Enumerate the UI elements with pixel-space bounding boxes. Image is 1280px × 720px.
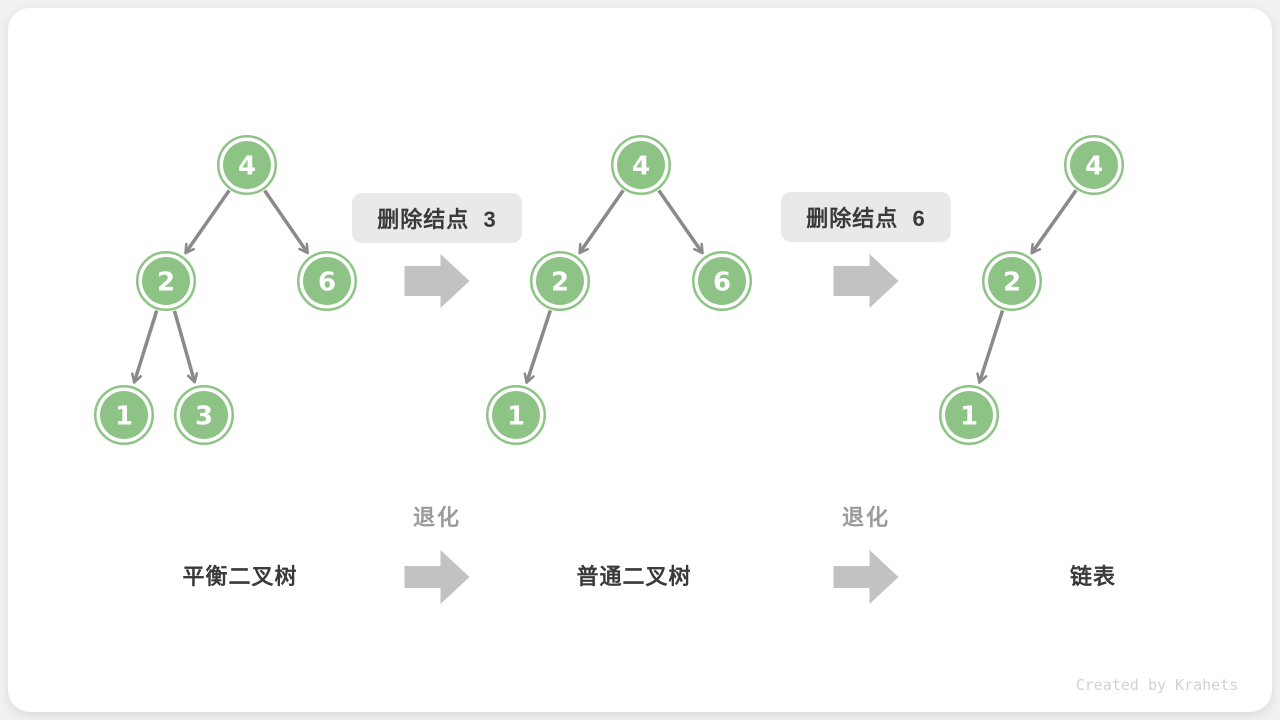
node-disc: [180, 391, 228, 439]
node-disc: [617, 141, 665, 189]
node-disc: [698, 257, 746, 305]
tree-edge: [657, 189, 704, 255]
node-disc: [492, 391, 540, 439]
tree-node: 6: [297, 251, 357, 311]
tree-node: 4: [611, 135, 671, 195]
tree-edge: [131, 310, 159, 384]
tree-node: 3: [174, 385, 234, 445]
tree-node: 6: [692, 251, 752, 311]
node-disc: [303, 257, 351, 305]
node-disc: [142, 257, 190, 305]
node-disc: [100, 391, 148, 439]
tree-edge: [976, 309, 1005, 384]
transition-arrow: [404, 254, 470, 308]
tree-node: 4: [217, 135, 277, 195]
tree-node: 2: [530, 251, 590, 311]
node-disc: [1070, 141, 1118, 189]
node-disc: [223, 141, 271, 189]
node-value: 1: [507, 401, 525, 431]
node-value: 6: [713, 267, 731, 297]
transition-arrow: [833, 254, 899, 308]
degenerate-label: 退化: [412, 505, 462, 530]
node-disc: [945, 391, 993, 439]
node-value: 3: [195, 401, 213, 431]
tree-node: 4: [1064, 135, 1124, 195]
node-value: 1: [960, 401, 978, 431]
node-value: 2: [1003, 267, 1021, 297]
tree-node: 1: [939, 385, 999, 445]
stage-label-linked-list: 链表: [1069, 564, 1117, 589]
node-value: 4: [238, 151, 256, 181]
node-disc: [988, 257, 1036, 305]
degenerate-arrow: [404, 550, 470, 604]
stage-label-ordinary-binary-tree: 普通二叉树: [576, 564, 692, 589]
tree-node: 2: [982, 251, 1042, 311]
transition-label-delete-node-6: 删除结点 6: [781, 192, 951, 242]
degenerate-label: 退化: [841, 505, 891, 530]
tree-node: 1: [94, 385, 154, 445]
node-value: 1: [115, 401, 133, 431]
tree-edge: [172, 310, 199, 384]
transition-label-delete-node-3: 删除结点 3: [352, 193, 522, 243]
tree-edge: [578, 189, 625, 255]
tree-node: 1: [486, 385, 546, 445]
node-value: 4: [632, 151, 650, 181]
tree-edge: [263, 189, 309, 255]
tree-node: 2: [136, 251, 196, 311]
tree-edge: [184, 189, 231, 255]
node-value: 6: [318, 267, 336, 297]
tree-edge: [1030, 189, 1078, 255]
tree-edge: [523, 309, 552, 384]
node-value: 2: [551, 267, 569, 297]
degenerate-arrow: [833, 550, 899, 604]
node-disc: [536, 257, 584, 305]
stage-label-balanced-binary-tree: 平衡二叉树: [182, 564, 298, 589]
diagram-card: [8, 8, 1272, 712]
credit-text: Created by Krahets: [1075, 676, 1239, 694]
node-value: 2: [157, 267, 175, 297]
node-value: 4: [1085, 151, 1103, 181]
